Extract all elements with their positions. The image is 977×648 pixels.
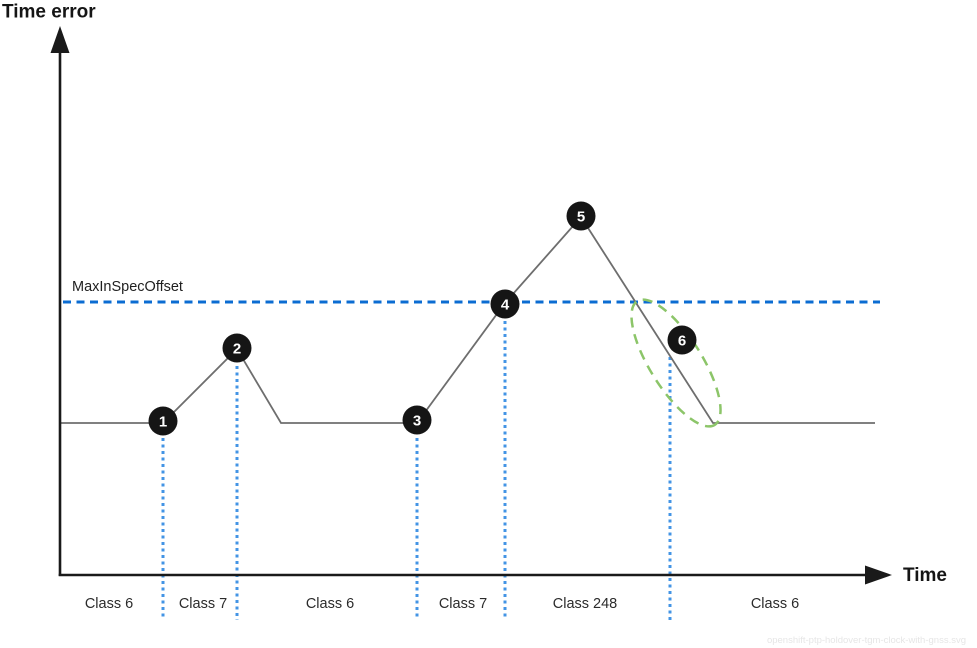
y-axis-arrowhead [50,26,70,53]
event-marker-6-number: 6 [678,333,686,350]
event-marker-4-circle [490,289,520,319]
event-marker-4: 4 [490,289,520,319]
event-marker-3: 3 [402,405,432,435]
class-region-label-5: Class 248 [553,596,617,612]
class-region-label-3: Class 6 [306,596,354,612]
event-marker-1-circle [148,406,178,436]
time-error-trace [60,215,875,424]
event-marker-6: 6 [667,325,697,355]
max-in-spec-offset-label: MaxInSpecOffset [72,279,183,295]
event-marker-1-number: 1 [159,414,167,431]
class-region-label-1: Class 6 [85,596,133,612]
event-marker-1: 1 [148,406,178,436]
class-region-label-2: Class 7 [179,596,227,612]
x-axis-title: Time [903,565,947,586]
event-marker-2: 2 [222,333,252,363]
class-region-label-6: Class 6 [751,596,799,612]
filename-watermark: openshift-ptp-holdover-tgm-clock-with-gn… [767,635,966,646]
y-axis-title: Time error [2,2,96,23]
event-marker-2-number: 2 [233,341,241,358]
event-marker-3-circle [402,405,432,435]
event-marker-5: 5 [566,201,596,231]
event-marker-5-circle [566,201,596,231]
event-marker-2-circle [222,333,252,363]
event-marker-5-number: 5 [577,209,585,226]
event-marker-6-circle [667,325,697,355]
event-markers: 1 2 3 4 5 6 [148,201,697,436]
class-boundary-guides [161,321,672,620]
event-marker-3-number: 3 [413,413,421,430]
x-axis-arrowhead [865,565,892,585]
class-region-labels: Class 6 Class 7 Class 6 Class 7 Class 24… [85,596,799,612]
class-region-label-4: Class 7 [439,596,487,612]
holdover-highlight-ellipse [630,298,722,428]
event-marker-4-number: 4 [501,297,510,314]
